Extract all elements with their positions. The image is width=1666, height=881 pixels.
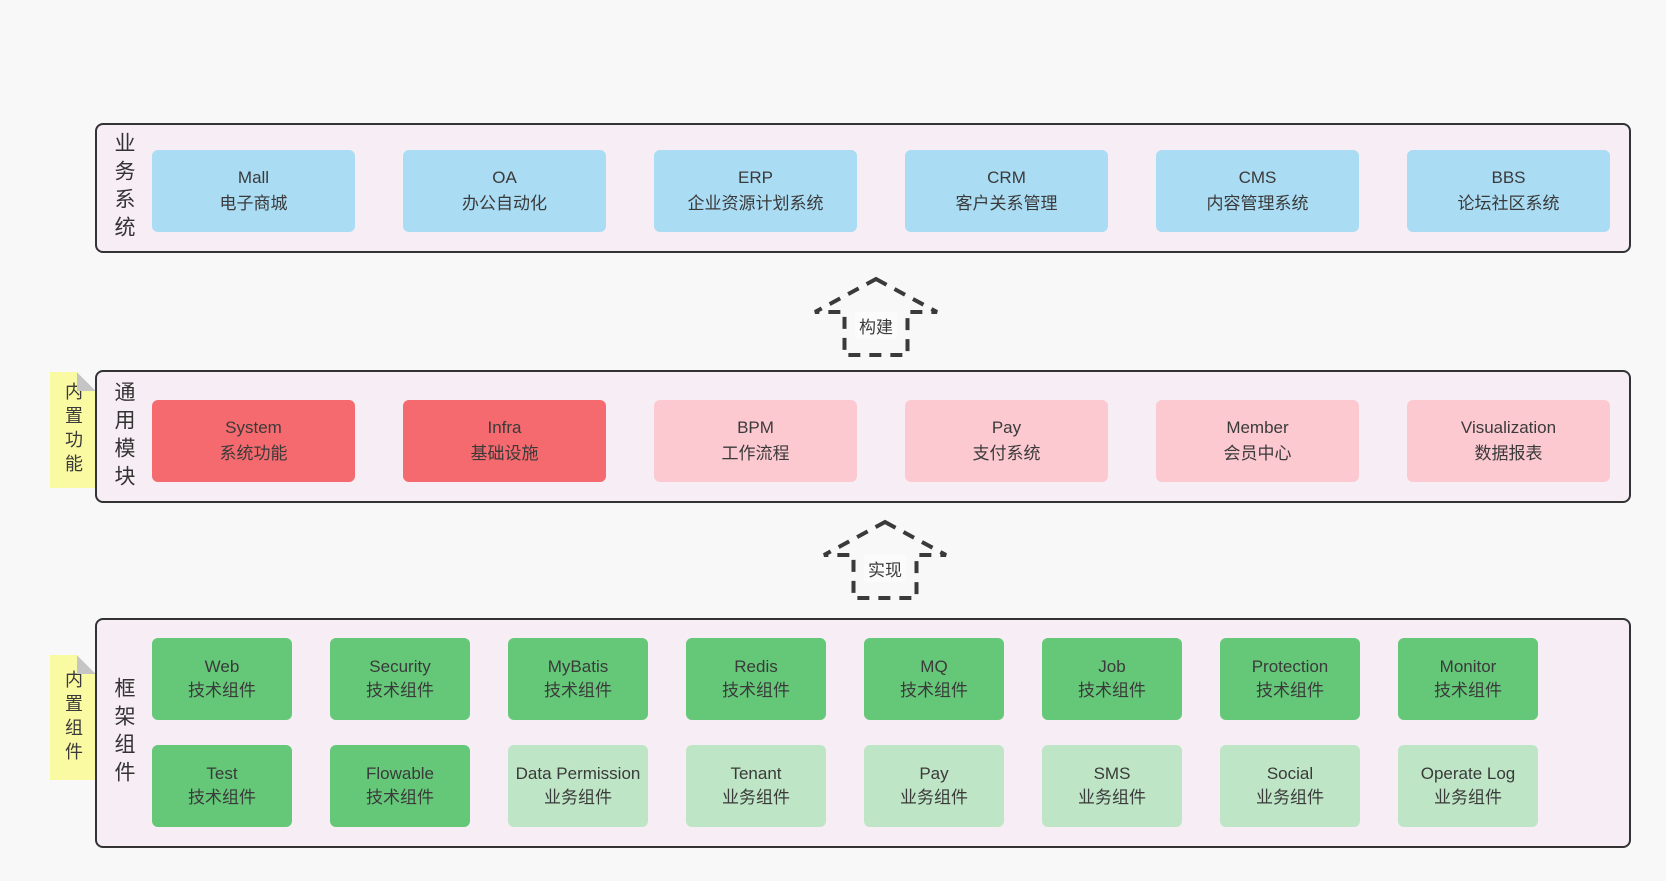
arrow-up-icon [814, 276, 938, 357]
arrow-label: 实现 [864, 555, 906, 582]
box-mybatis: MyBatis 技术组件 [508, 638, 648, 720]
box-cms: CMS 内容管理系统 [1156, 150, 1359, 232]
box-mall: Mall 电子商城 [152, 150, 355, 232]
box-infra: Infra 基础设施 [403, 400, 606, 482]
box-tenant: Tenant 业务组件 [686, 745, 826, 827]
layer-label: 业务系统 [112, 132, 135, 244]
box-data-permission: Data Permission 业务组件 [508, 745, 648, 827]
box-redis: Redis 技术组件 [686, 638, 826, 720]
box-mq: MQ 技术组件 [864, 638, 1004, 720]
layer-label: 通用模块 [112, 380, 135, 493]
sticky-note-label: 内置组件 [63, 669, 83, 766]
implement-arrow: 实现 [822, 519, 948, 601]
box-bbs: BBS 论坛社区系统 [1407, 150, 1610, 232]
layer-label: 框架组件 [112, 677, 135, 789]
box-row: Test 技术组件 Flowable 技术组件 Data Permission … [152, 745, 1538, 827]
sticky-note-builtin-components: 内置组件 [50, 655, 96, 780]
box-job: Job 技术组件 [1042, 638, 1182, 720]
box-crm: CRM 客户关系管理 [905, 150, 1108, 232]
box-pay-component: Pay 业务组件 [864, 745, 1004, 827]
box-bpm: BPM 工作流程 [654, 400, 857, 482]
box-protection: Protection 技术组件 [1220, 638, 1360, 720]
folded-corner-icon [77, 372, 96, 391]
build-arrow: 构建 [813, 276, 939, 358]
folded-corner-icon [77, 655, 96, 674]
box-monitor: Monitor 技术组件 [1398, 638, 1538, 720]
layer-common-modules: 通用模块 System 系统功能 Infra 基础设施 BPM 工作流程 Pay… [95, 370, 1631, 503]
box-sms: SMS 业务组件 [1042, 745, 1182, 827]
box-row: Mall 电子商城 OA 办公自动化 ERP 企业资源计划系统 CRM 客户关系… [152, 150, 1610, 232]
sticky-note-label: 内置功能 [63, 382, 83, 478]
box-web: Web 技术组件 [152, 638, 292, 720]
sticky-note-builtin-features: 内置功能 [50, 372, 96, 488]
arrow-label: 构建 [855, 312, 897, 339]
box-visualization: Visualization 数据报表 [1407, 400, 1610, 482]
box-erp: ERP 企业资源计划系统 [654, 150, 857, 232]
box-row: System 系统功能 Infra 基础设施 BPM 工作流程 Pay 支付系统… [152, 400, 1610, 482]
box-pay-system: Pay 支付系统 [905, 400, 1108, 482]
box-member: Member 会员中心 [1156, 400, 1359, 482]
box-oa: OA 办公自动化 [403, 150, 606, 232]
box-row: Web 技术组件 Security 技术组件 MyBatis 技术组件 Redi… [152, 638, 1538, 720]
layer-business-systems: 业务系统 Mall 电子商城 OA 办公自动化 ERP 企业资源计划系统 CRM… [95, 123, 1631, 253]
layer-framework-components: 框架组件 Web 技术组件 Security 技术组件 MyBatis 技术组件… [95, 618, 1631, 848]
arrow-up-icon [823, 519, 947, 600]
box-operate-log: Operate Log 业务组件 [1398, 745, 1538, 827]
box-test: Test 技术组件 [152, 745, 292, 827]
box-social: Social 业务组件 [1220, 745, 1360, 827]
box-flowable: Flowable 技术组件 [330, 745, 470, 827]
box-system: System 系统功能 [152, 400, 355, 482]
box-security: Security 技术组件 [330, 638, 470, 720]
